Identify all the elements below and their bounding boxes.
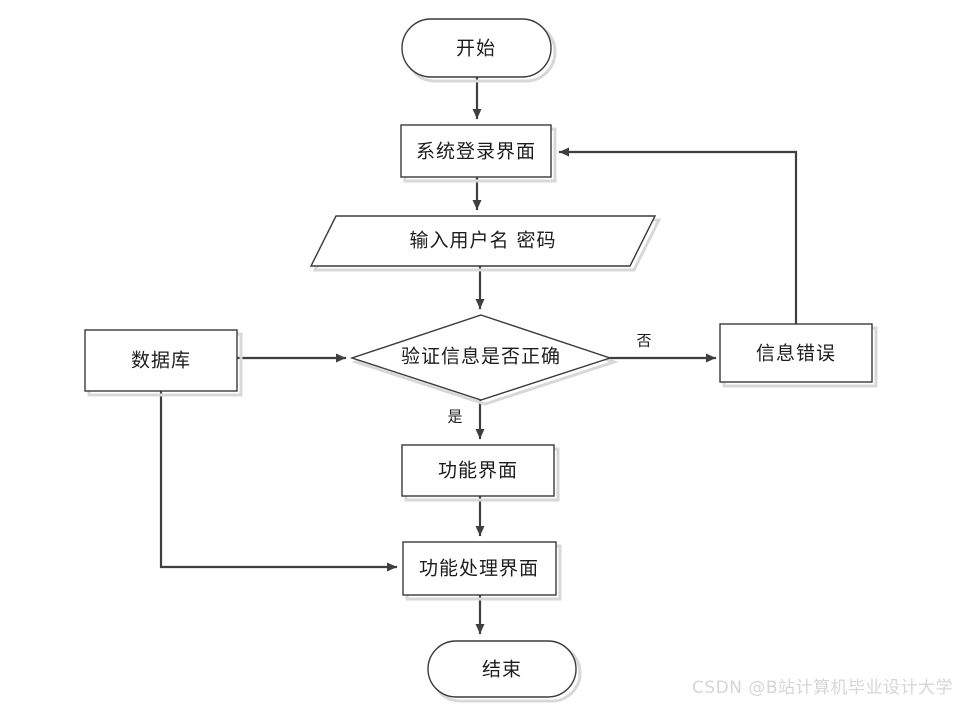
error-message-label: 信息错误 — [756, 343, 836, 365]
verify-decision-label: 验证信息是否正确 — [401, 346, 561, 368]
start-label: 开始 — [456, 38, 496, 60]
function-screen-shape — [401, 444, 555, 497]
node-function-screen[interactable]: 功能界面 — [401, 444, 560, 502]
edge-error-back-to-login — [558, 147, 798, 326]
node-function-process-screen[interactable]: 功能处理界面 — [402, 541, 562, 601]
login-screen-shape — [400, 124, 552, 178]
database-label: 数据库 — [131, 350, 191, 372]
edge-database-to-process — [159, 390, 398, 572]
end-label: 结束 — [482, 659, 522, 681]
node-error-message[interactable]: 信息错误 — [719, 323, 878, 388]
node-database[interactable]: 数据库 — [84, 329, 243, 397]
node-verify-decision[interactable]: 验证信息是否正确 — [349, 314, 619, 406]
input-credentials-shape — [309, 215, 657, 267]
start-shape — [401, 18, 552, 78]
node-login-screen[interactable]: 系统登录界面 — [400, 124, 557, 183]
node-input-credentials[interactable]: 输入用户名 密码 — [309, 215, 662, 272]
node-start[interactable]: 开始 — [401, 18, 557, 83]
function-screen-label: 功能界面 — [438, 460, 518, 482]
error-message-shape — [719, 323, 873, 383]
node-end[interactable]: 结束 — [427, 640, 582, 703]
database-shape — [84, 329, 238, 392]
function-process-screen-shape — [402, 541, 557, 596]
watermark: CSDN @B站计算机毕业设计大学 — [691, 678, 953, 698]
end-shape — [427, 640, 577, 698]
input-credentials-label: 输入用户名 密码 — [409, 230, 556, 252]
edge-label-yes: 是 — [447, 408, 462, 426]
edges-layer — [159, 75, 798, 635]
edge-label-no: 否 — [636, 332, 651, 350]
verify-decision-shape — [349, 314, 613, 401]
login-screen-label: 系统登录界面 — [416, 141, 536, 163]
function-process-screen-label: 功能处理界面 — [419, 558, 539, 580]
